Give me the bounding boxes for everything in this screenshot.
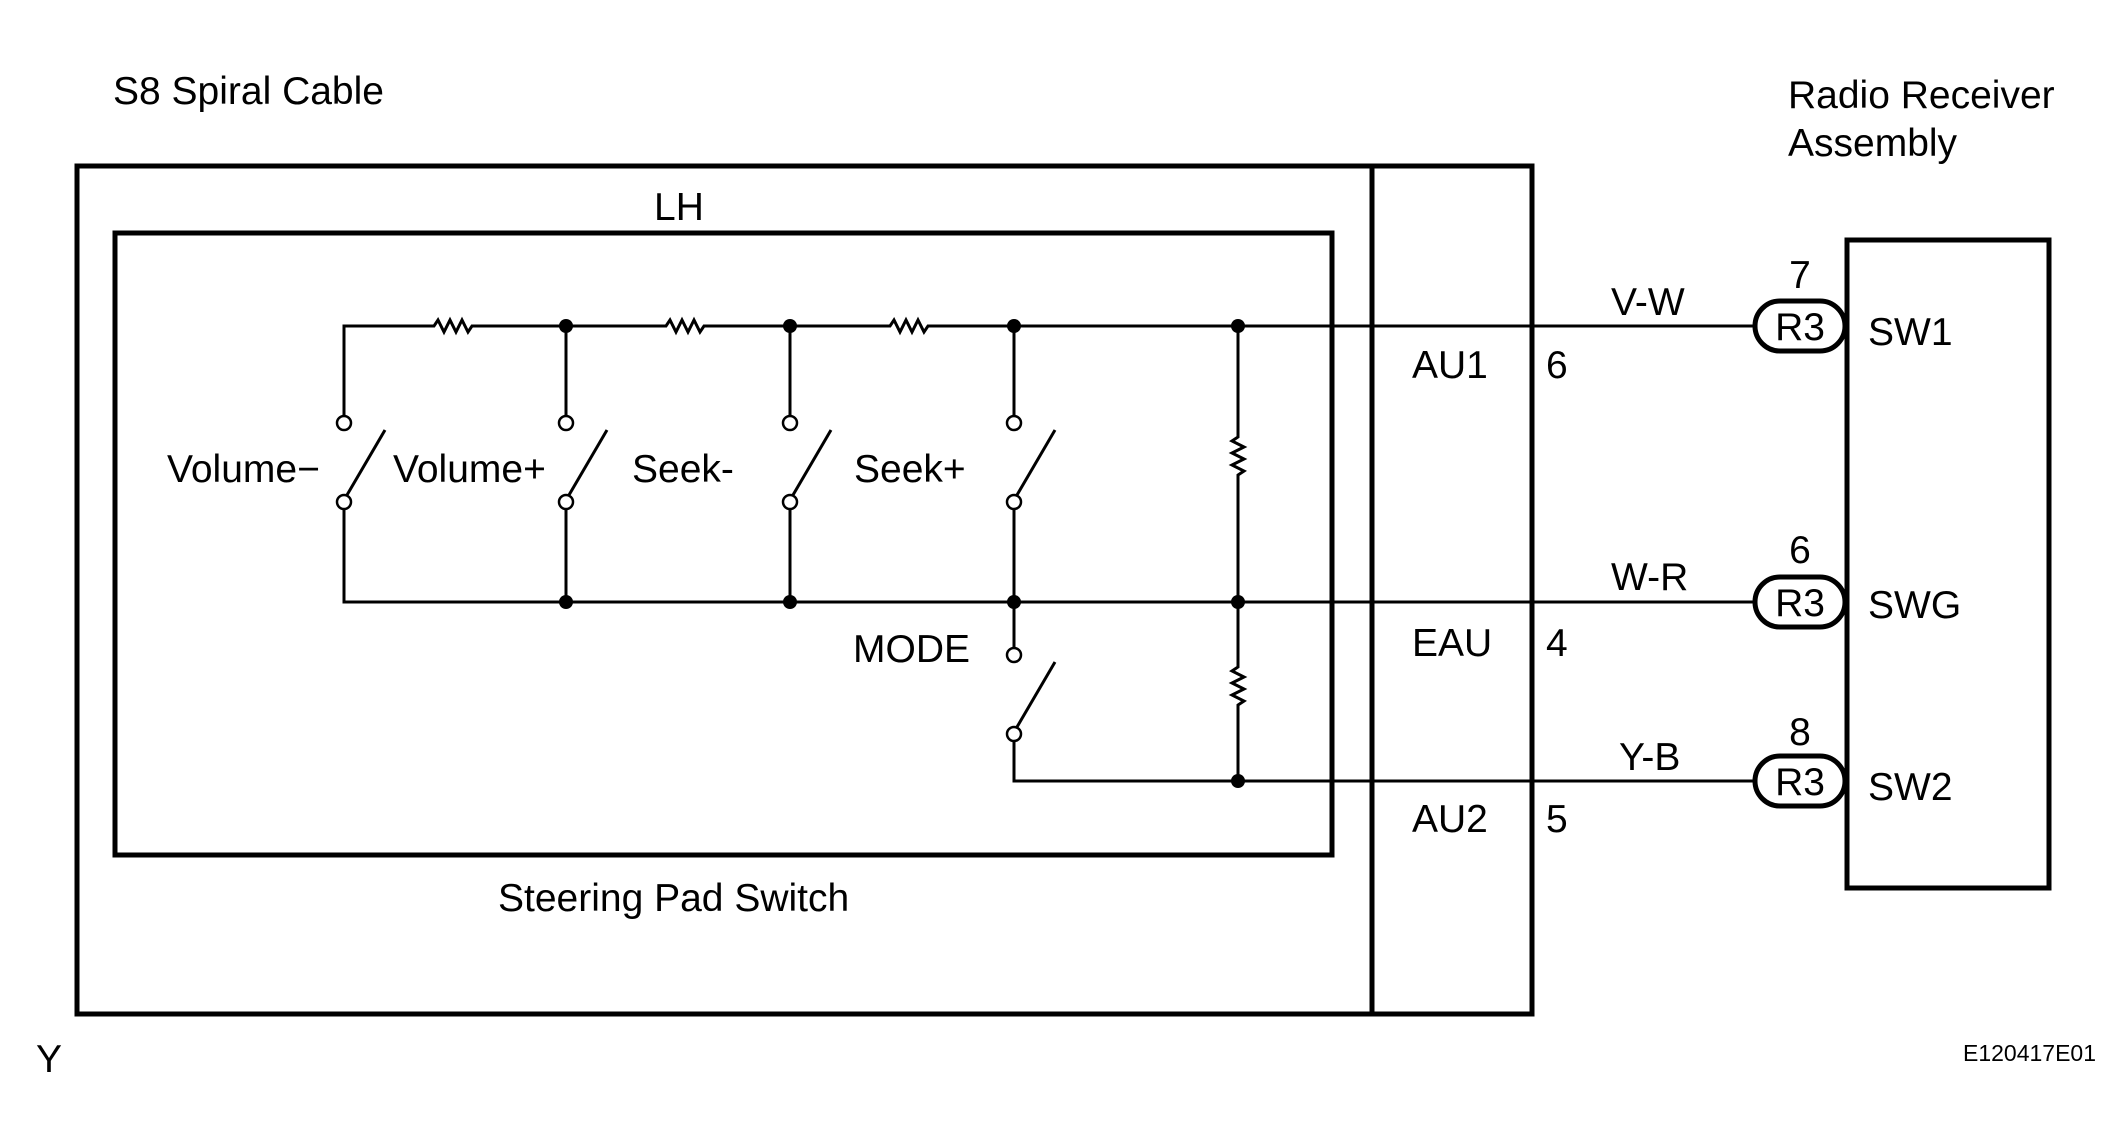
seek-plus-bottom-terminal bbox=[1005, 493, 1023, 511]
top-bus-wire bbox=[342, 316, 1238, 430]
connector-pin-number: 7 bbox=[1789, 254, 1811, 297]
connector-pin-number: 8 bbox=[1789, 711, 1811, 754]
seek-plus-top-terminal bbox=[1005, 414, 1023, 432]
terminal-eau: EAU bbox=[1412, 622, 1492, 665]
connector-label: R3 bbox=[1775, 582, 1825, 625]
junction-dot bbox=[783, 319, 797, 333]
lh-label: LH bbox=[654, 186, 704, 229]
steering-pad-switch-label: Steering Pad Switch bbox=[498, 877, 849, 920]
volume-plus-bottom-terminal bbox=[557, 493, 575, 511]
junction-dot bbox=[1007, 319, 1021, 333]
terminal-au1: AU1 bbox=[1412, 344, 1488, 387]
au2-bus-wire bbox=[1012, 741, 1238, 783]
connector-r3-pin6 bbox=[1752, 574, 1848, 630]
switch-label-seek-minus: Seek- bbox=[632, 448, 734, 491]
figure-code: E120417E01 bbox=[1963, 1040, 2096, 1066]
vertical-resistor-branch bbox=[1228, 326, 1248, 781]
seek-minus-switch-blade bbox=[791, 429, 833, 496]
volume-minus-bottom-terminal bbox=[335, 493, 353, 511]
seek-minus-bottom-terminal bbox=[781, 493, 799, 511]
wire-color-v-w: V-W bbox=[1611, 281, 1685, 324]
wire-color-y-b: Y-B bbox=[1619, 736, 1680, 779]
connector-r3-pin8 bbox=[1752, 753, 1848, 809]
wire-color-w-r: W-R bbox=[1611, 556, 1688, 599]
volume-minus-switch-blade bbox=[345, 429, 387, 496]
radio-terminal-sw2: SW2 bbox=[1868, 766, 1953, 809]
switch-label-volume-minus: Volume− bbox=[167, 448, 320, 491]
corner-mark: Y bbox=[36, 1038, 62, 1081]
bottom-bus-wire bbox=[342, 500, 1238, 604]
connector-label: R3 bbox=[1775, 306, 1825, 349]
radio-receiver-title-line2: Assembly bbox=[1788, 122, 1958, 165]
connector-label: R3 bbox=[1775, 761, 1825, 804]
switch-label-mode: MODE bbox=[853, 628, 970, 671]
junction-dot bbox=[1007, 595, 1021, 609]
steering-pad-switch-box bbox=[112, 230, 1335, 858]
volume-plus-switch-blade bbox=[567, 429, 609, 496]
radio-terminal-swg: SWG bbox=[1868, 584, 1961, 627]
junction-dot bbox=[559, 319, 573, 333]
junction-dot bbox=[783, 595, 797, 609]
switch-label-seek-plus: Seek+ bbox=[854, 448, 966, 491]
switch-label-volume-plus: Volume+ bbox=[393, 448, 546, 491]
radio-receiver-title-line1: Radio Receiver bbox=[1788, 74, 2055, 117]
terminal-au2-pin: 5 bbox=[1546, 798, 1568, 841]
terminal-eau-pin: 4 bbox=[1546, 622, 1568, 665]
seek-plus-switch-blade bbox=[1015, 429, 1057, 496]
volume-plus-top-terminal bbox=[557, 414, 575, 432]
terminal-au1-pin: 6 bbox=[1546, 344, 1568, 387]
connector-r3-pin7 bbox=[1752, 298, 1848, 354]
connector-pin-number: 6 bbox=[1789, 529, 1811, 572]
seek-minus-top-terminal bbox=[781, 414, 799, 432]
mode-switch-blade bbox=[1015, 661, 1057, 728]
spiral-cable-terminal-box bbox=[1369, 163, 1535, 1017]
mode-bottom-terminal bbox=[1005, 725, 1023, 743]
terminal-au2: AU2 bbox=[1412, 798, 1488, 841]
radio-receiver-box bbox=[1844, 237, 2052, 891]
mode-top-terminal bbox=[1005, 646, 1023, 664]
junction-dot bbox=[559, 595, 573, 609]
radio-terminal-sw1: SW1 bbox=[1868, 311, 1953, 354]
spiral-cable-title: S8 Spiral Cable bbox=[113, 70, 384, 113]
volume-minus-top-terminal bbox=[335, 414, 353, 432]
